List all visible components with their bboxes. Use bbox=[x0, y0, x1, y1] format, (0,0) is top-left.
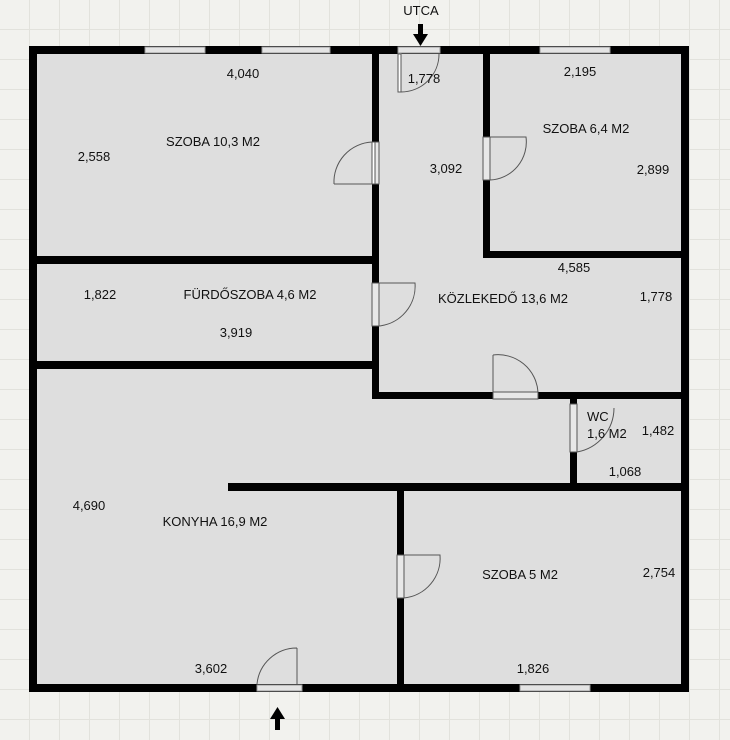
dim-konyha-height: 4,690 bbox=[73, 498, 106, 513]
room-label-wc-area: 1,6 M2 bbox=[587, 426, 627, 441]
szoba3-door[interactable] bbox=[396, 554, 441, 599]
dim-hall-height: 1,778 bbox=[640, 289, 673, 304]
room-labels: SZOBA 10,3 M2 SZOBA 6,4 M2 FÜRDŐSZOBA 4,… bbox=[163, 121, 630, 582]
interior-walls bbox=[34, 50, 684, 688]
dim-szoba3-height: 2,754 bbox=[643, 565, 676, 580]
dim-szoba2-width: 2,195 bbox=[564, 64, 597, 79]
wc-door[interactable] bbox=[569, 403, 615, 453]
szoba1-door[interactable] bbox=[333, 141, 380, 185]
entry-arrow-up-icon bbox=[270, 707, 285, 730]
doors bbox=[256, 53, 615, 685]
window bbox=[144, 46, 206, 54]
konyha-door[interactable] bbox=[256, 647, 298, 685]
room-label-wc: WC bbox=[587, 409, 609, 424]
window bbox=[397, 46, 441, 54]
street-arrow-down-icon bbox=[413, 24, 428, 46]
room-label-konyha: KONYHA 16,9 M2 bbox=[163, 514, 268, 529]
outer-walls bbox=[29, 46, 689, 692]
dim-hall-width: 4,585 bbox=[558, 260, 591, 275]
window bbox=[261, 46, 331, 54]
entrance-door[interactable] bbox=[397, 53, 440, 93]
dimension-labels: 4,040 2,558 1,778 3,092 2,195 2,899 4,58… bbox=[73, 64, 676, 676]
dim-szoba1-width: 4,040 bbox=[227, 66, 260, 81]
dim-hall-upper: 3,092 bbox=[430, 161, 463, 176]
street-label: UTCA bbox=[403, 3, 439, 18]
room-label-kozlekedo: KÖZLEKEDŐ 13,6 M2 bbox=[438, 291, 568, 306]
room-label-szoba3: SZOBA 5 M2 bbox=[482, 567, 558, 582]
dim-konyha-width: 3,602 bbox=[195, 661, 228, 676]
dim-szoba2-height: 2,899 bbox=[637, 162, 670, 177]
window bbox=[519, 684, 591, 692]
dim-szoba3-width: 1,826 bbox=[517, 661, 550, 676]
dim-furdo-height: 1,822 bbox=[84, 287, 117, 302]
dim-wc-height: 1,482 bbox=[642, 423, 675, 438]
room-label-furdo: FÜRDŐSZOBA 4,6 M2 bbox=[184, 287, 317, 302]
dim-szoba1-height: 2,558 bbox=[78, 149, 111, 164]
arrows bbox=[270, 24, 428, 730]
furdo-door[interactable] bbox=[371, 282, 416, 327]
dim-entry-width: 1,778 bbox=[408, 71, 441, 86]
room-label-szoba1: SZOBA 10,3 M2 bbox=[166, 134, 260, 149]
dim-furdo-width: 3,919 bbox=[220, 325, 253, 340]
window bbox=[539, 46, 611, 54]
windows bbox=[144, 46, 611, 692]
kozlekedo-door[interactable] bbox=[492, 354, 539, 400]
dim-wc-width: 1,068 bbox=[609, 464, 642, 479]
window bbox=[256, 684, 303, 692]
room-label-szoba2: SZOBA 6,4 M2 bbox=[543, 121, 630, 136]
szoba2-door[interactable] bbox=[482, 136, 527, 181]
